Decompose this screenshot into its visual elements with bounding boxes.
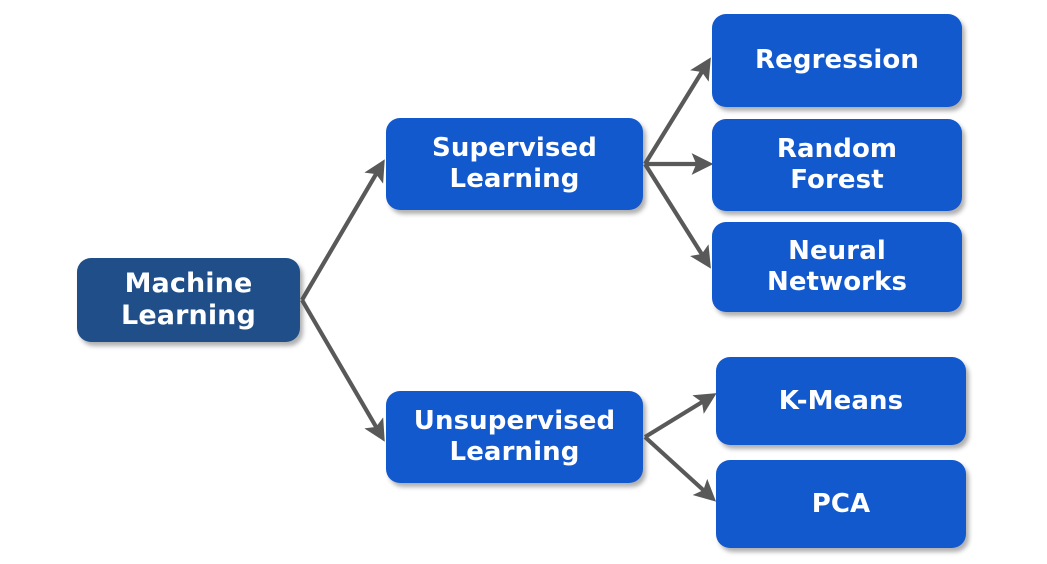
node-k-means[interactable]: K-Means [716,357,966,445]
node-label-neural-networks: Neural Networks [766,236,908,297]
node-machine-learning[interactable]: Machine Learning [77,258,300,342]
node-label-pca: PCA [811,488,871,519]
node-label-supervised-learning: Supervised Learning [432,133,597,194]
node-neural-networks[interactable]: Neural Networks [712,222,962,312]
edge-unsupervised-to-k-means [643,393,717,439]
edge-unsupervised-to-pca [643,435,717,502]
node-pca[interactable]: PCA [716,460,966,548]
edge-ml-to-supervised [300,159,385,302]
node-label-k-means: K-Means [778,385,904,416]
node-regression[interactable]: Regression [712,14,962,107]
node-label-regression: Regression [755,45,919,76]
node-label-unsupervised-learning: Unsupervised Learning [413,406,616,467]
node-label-random-forest: Random Forest [776,134,898,195]
node-random-forest[interactable]: Random Forest [712,119,962,211]
edge-supervised-to-neural-networks [643,162,711,269]
edge-supervised-to-regression [643,57,711,166]
node-supervised-learning[interactable]: Supervised Learning [386,118,643,210]
node-label-machine-learning: Machine Learning [121,268,256,331]
edge-ml-to-unsupervised [300,298,385,442]
node-unsupervised-learning[interactable]: Unsupervised Learning [386,391,643,483]
